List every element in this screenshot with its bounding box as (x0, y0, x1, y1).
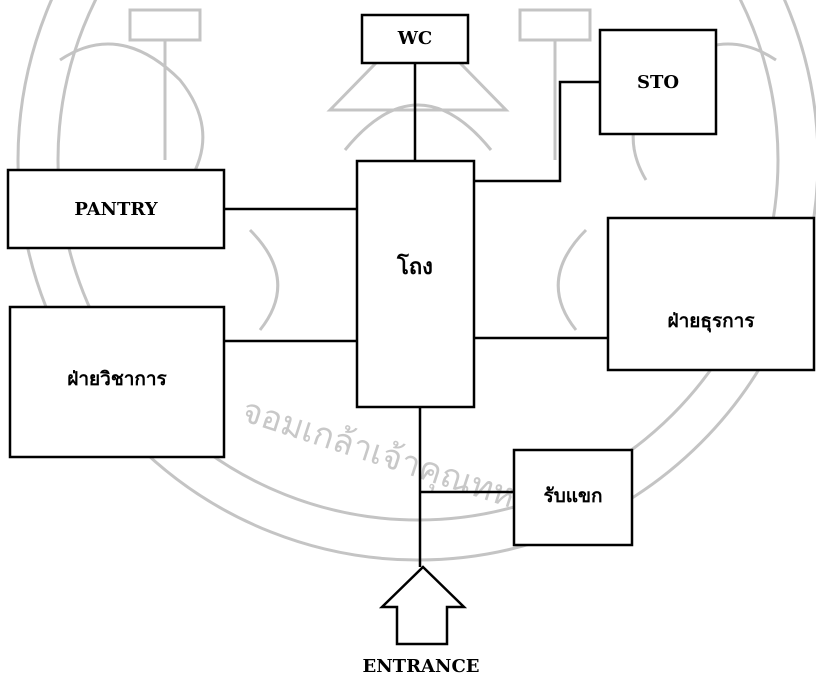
connectors (224, 63, 608, 567)
admin-label: ฝ่ายธุรการ (667, 310, 755, 333)
room-academic: ฝ่ายวิชาการ (8, 305, 226, 459)
room-reception: รับแขก (512, 448, 634, 547)
room-admin: ฝ่ายธุรการ (606, 216, 816, 372)
room-sto: STO (598, 28, 718, 136)
sto-label: STO (637, 72, 679, 93)
academic-label: ฝ่ายวิชาการ (67, 368, 167, 390)
connector-sto-lobby (474, 80, 600, 183)
room-pantry: PANTRY (6, 168, 226, 250)
entrance-arrow: ENTRANCE (363, 565, 480, 677)
entrance-label: ENTRANCE (363, 656, 480, 677)
room-lobby: โถง (355, 159, 476, 409)
watermark-arc-text: จอมเกล้าเจ้าคุณทหาร (237, 391, 556, 529)
entrance-arrow-shape (378, 565, 468, 646)
room-wc: WC (360, 13, 470, 65)
reception-label: รับแขก (543, 485, 602, 507)
wc-label: WC (397, 28, 433, 49)
pantry-label: PANTRY (74, 199, 158, 220)
lobby-label: โถง (396, 253, 433, 280)
